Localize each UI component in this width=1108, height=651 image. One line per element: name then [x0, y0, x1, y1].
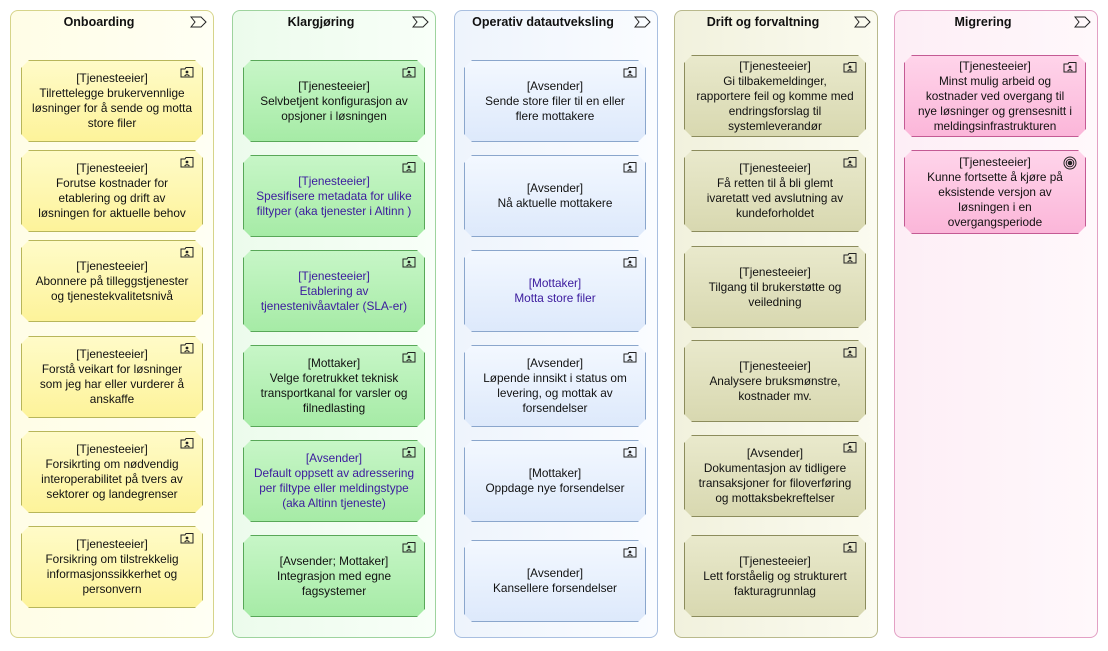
actor-icon	[180, 342, 194, 354]
requirement-card[interactable]: [Avsender] Default oppsett av adresserin…	[243, 440, 425, 522]
requirement-card[interactable]: [Tjenesteeier] Spesifisere metadata for …	[243, 155, 425, 237]
requirement-card[interactable]: [Mottaker] Oppdage nye forsendelser	[464, 440, 646, 522]
actor-icon	[843, 441, 857, 453]
requirement-card[interactable]: [Avsender] Sende store filer til en elle…	[464, 60, 646, 142]
requirement-card[interactable]: [Avsender] Løpende innsikt i status om l…	[464, 345, 646, 427]
requirement-text: [Avsender] Dokumentasjon av tidligere tr…	[698, 446, 852, 505]
requirement-card[interactable]: [Tjenesteeier] Gi tilbakemeldinger, rapp…	[684, 55, 866, 137]
requirement-card[interactable]: [Avsender] Kansellere forsendelser	[464, 540, 646, 622]
value-stream-chevron-icon	[634, 16, 651, 28]
actor-icon	[402, 541, 416, 553]
requirement-card[interactable]: [Avsender] Nå aktuelle mottakere	[464, 155, 646, 237]
actor-icon	[623, 256, 637, 268]
goal-icon	[1063, 156, 1077, 170]
actor-icon	[843, 252, 857, 264]
stage-title: Drift og forvaltning	[706, 15, 820, 29]
requirement-text: [Tjenesteeier] Få retten til å bli glemt…	[706, 161, 844, 220]
value-stream-chevron-icon	[1074, 16, 1091, 28]
requirement-text: [Tjenesteeier] Minst mulig arbeid og kos…	[917, 58, 1073, 133]
requirement-text: [Tjenesteeier] Spesifisere metadata for …	[256, 173, 412, 218]
actor-icon	[402, 161, 416, 173]
actor-icon	[843, 541, 857, 553]
requirement-text: [Tjenesteeier] Forsikrting om nødvendig …	[41, 442, 183, 501]
requirement-text: [Avsender] Kansellere forsendelser	[493, 566, 617, 595]
actor-icon	[402, 446, 416, 458]
value-stream-chevron-icon	[854, 16, 871, 28]
requirement-text: [Tjenesteeier] Tilgang til brukerstøtte …	[708, 264, 842, 309]
requirement-card[interactable]: [Tjenesteeier] Forsikring om tilstrekkel…	[21, 526, 203, 608]
actor-icon	[623, 66, 637, 78]
actor-icon	[180, 156, 194, 168]
requirement-text: [Avsender] Sende store filer til en elle…	[485, 78, 625, 123]
requirement-text: [Tjenesteeier] Selvbetjent konfigurasjon…	[260, 78, 408, 123]
actor-icon	[180, 66, 194, 78]
requirement-text: [Tjenesteeier] Forutse kostnader for eta…	[38, 161, 186, 220]
requirement-text: [Tjenesteeier] Analysere bruksmønstre, k…	[709, 358, 841, 403]
actor-icon	[402, 256, 416, 268]
requirement-text: [Mottaker] Motta store filer	[514, 276, 596, 305]
actor-icon	[402, 66, 416, 78]
requirement-text: [Tjenesteeier] Abonnere på tilleggstjene…	[35, 258, 189, 303]
actor-icon	[843, 346, 857, 358]
requirement-card[interactable]: [Mottaker] Velge foretrukket teknisk tra…	[243, 345, 425, 427]
requirement-text: [Tjenesteeier] Lett forståelig og strukt…	[703, 553, 847, 598]
requirement-card[interactable]: [Tjenesteeier] Tilgang til brukerstøtte …	[684, 246, 866, 328]
requirement-text: [Mottaker] Oppdage nye forsendelser	[485, 466, 625, 495]
actor-icon	[623, 351, 637, 363]
stage-title: Onboarding	[63, 15, 135, 29]
actor-icon	[402, 351, 416, 363]
requirement-card[interactable]: [Tjenesteeier] Kunne fortsette å kjøre p…	[904, 150, 1086, 234]
requirement-text: [Avsender; Mottaker] Integrasjon med egn…	[276, 553, 392, 598]
requirement-text: [Avsender] Nå aktuelle mottakere	[497, 181, 613, 210]
actor-icon	[843, 61, 857, 73]
requirement-card[interactable]: [Tjenesteeier] Forsikrting om nødvendig …	[21, 431, 203, 513]
actor-icon	[623, 546, 637, 558]
requirement-text: [Tjenesteeier] Tilrettelegge brukervennl…	[32, 71, 193, 130]
requirement-text: [Tjenesteeier] Kunne fortsette å kjøre p…	[927, 154, 1063, 229]
stage-title: Klargjøring	[287, 15, 355, 29]
requirement-card[interactable]: [Avsender] Dokumentasjon av tidligere tr…	[684, 435, 866, 517]
requirement-text: [Tjenesteeier] Etablering av tjenesteniv…	[260, 268, 408, 313]
stage-title: Migrering	[954, 15, 1012, 29]
actor-icon	[180, 532, 194, 544]
actor-icon	[180, 437, 194, 449]
requirement-card[interactable]: [Tjenesteeier] Få retten til å bli glemt…	[684, 150, 866, 232]
requirement-card[interactable]: [Tjenesteeier] Lett forståelig og strukt…	[684, 535, 866, 617]
requirement-card[interactable]: [Mottaker] Motta store filer	[464, 250, 646, 332]
requirement-text: [Avsender] Løpende innsikt i status om l…	[483, 356, 627, 415]
stage-title: Operativ datautveksling	[472, 15, 614, 29]
actor-icon	[623, 446, 637, 458]
actor-icon	[180, 246, 194, 258]
actor-icon	[843, 156, 857, 168]
requirement-card[interactable]: [Tjenesteeier] Selvbetjent konfigurasjon…	[243, 60, 425, 142]
requirement-text: [Avsender] Default oppsett av adresserin…	[254, 451, 415, 510]
actor-icon	[1063, 61, 1077, 73]
requirement-card[interactable]: [Avsender; Mottaker] Integrasjon med egn…	[243, 535, 425, 617]
requirement-card[interactable]: [Tjenesteeier] Forstå veikart for løsnin…	[21, 336, 203, 418]
requirement-text: [Tjenesteeier] Gi tilbakemeldinger, rapp…	[696, 58, 854, 133]
value-stream-chevron-icon	[412, 16, 429, 28]
requirement-card[interactable]: [Tjenesteeier] Abonnere på tilleggstjene…	[21, 240, 203, 322]
value-stream-chevron-icon	[190, 16, 207, 28]
requirement-card[interactable]: [Tjenesteeier] Etablering av tjenesteniv…	[243, 250, 425, 332]
requirement-card[interactable]: [Tjenesteeier] Tilrettelegge brukervennl…	[21, 60, 203, 142]
requirement-card[interactable]: [Tjenesteeier] Minst mulig arbeid og kos…	[904, 55, 1086, 137]
requirement-text: [Tjenesteeier] Forstå veikart for løsnin…	[39, 347, 185, 406]
actor-icon	[623, 161, 637, 173]
requirement-card[interactable]: [Tjenesteeier] Analysere bruksmønstre, k…	[684, 340, 866, 422]
requirement-card[interactable]: [Tjenesteeier] Forutse kostnader for eta…	[21, 150, 203, 232]
requirement-text: [Tjenesteeier] Forsikring om tilstrekkel…	[45, 537, 179, 596]
requirement-text: [Mottaker] Velge foretrukket teknisk tra…	[260, 356, 408, 415]
